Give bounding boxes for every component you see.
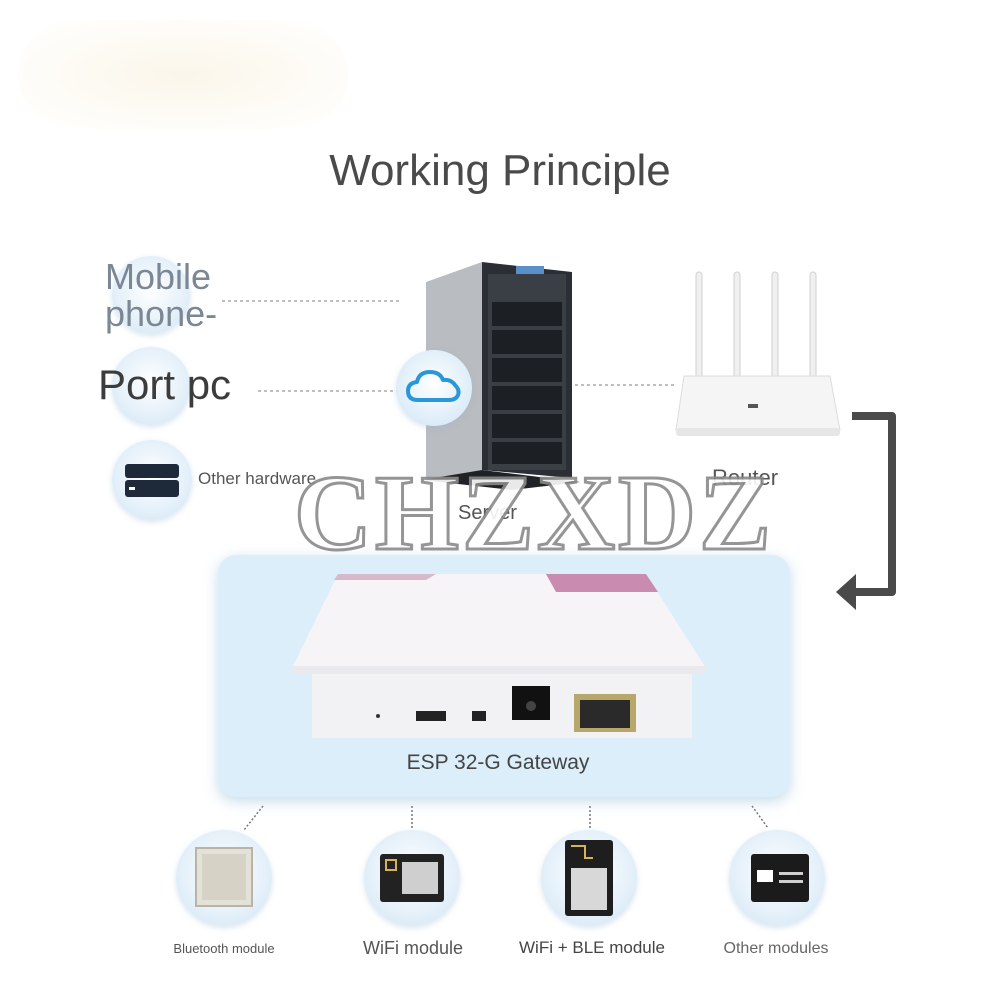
other-module-icon xyxy=(729,830,825,926)
wifi-ble-module-circle xyxy=(541,830,637,926)
other-modules-connector-line xyxy=(752,806,768,828)
wifi-module-label: WiFi module xyxy=(313,938,513,959)
router-icon xyxy=(672,268,844,440)
other-modules-circle xyxy=(729,830,825,926)
bluetooth-connector-line xyxy=(244,806,263,830)
return-arrow-icon xyxy=(832,408,904,614)
gateway-device-icon xyxy=(286,568,714,742)
bluetooth-module-icon xyxy=(176,830,272,926)
other-modules-label: Other modules xyxy=(676,940,876,958)
cloud-badge xyxy=(396,350,472,426)
bluetooth-module-label: Bluetooth module xyxy=(124,941,324,956)
cloud-icon xyxy=(396,350,472,426)
wifi-module-circle xyxy=(364,830,460,926)
gateway-label: ESP 32-G Gateway xyxy=(218,751,778,775)
watermark: CHZXDZ xyxy=(294,452,774,576)
wifi-ble-module-label: WiFi + BLE module xyxy=(492,938,692,958)
bluetooth-module-circle xyxy=(176,830,272,926)
wifi-module-icon xyxy=(364,830,460,926)
wifi-ble-module-icon xyxy=(541,830,637,926)
